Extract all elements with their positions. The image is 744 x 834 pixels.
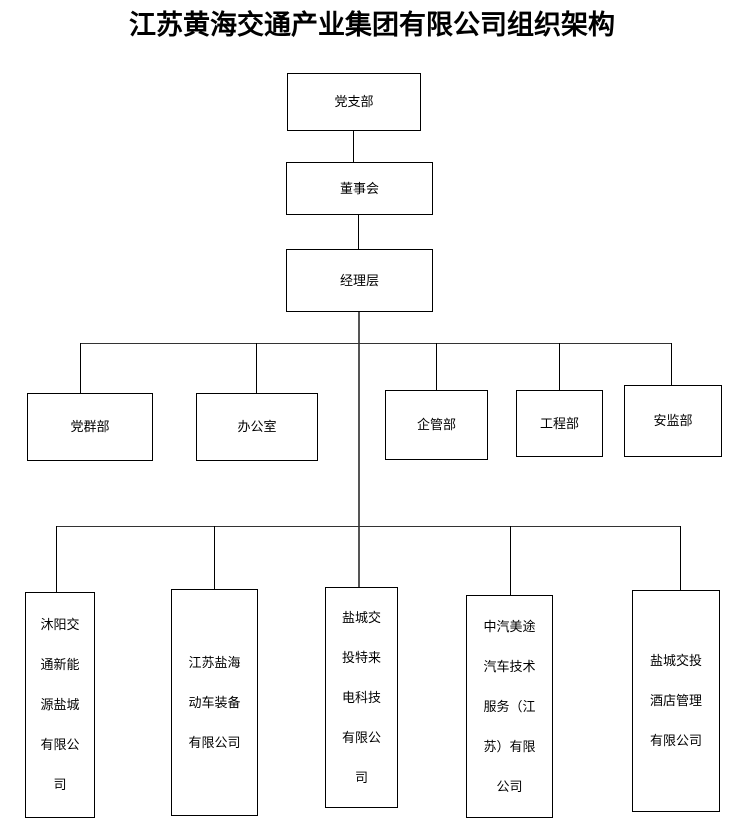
connector-drop-dept-safety	[671, 343, 672, 385]
node-dept-safety-label: 安监部	[653, 413, 693, 428]
node-management-label: 经理层	[339, 272, 379, 288]
node-sub-yanhai-label: 江苏盐海 动车装备 有限公司	[188, 654, 241, 750]
node-dept-party-mass-label: 党群部	[70, 419, 110, 434]
node-management[interactable]: 经理层	[286, 249, 433, 312]
node-board-label: 董事会	[339, 180, 379, 196]
node-dept-safety[interactable]: 安监部	[624, 385, 722, 457]
node-sub-teld-label: 盐城交 投特来 电科技 有限公 司	[341, 609, 381, 785]
page-title: 江苏黄海交通产业集团有限公司组织架构	[129, 10, 615, 40]
node-party-branch[interactable]: 党支部	[287, 73, 421, 131]
connector-bus-departments	[80, 343, 672, 344]
node-sub-hotel[interactable]: 盐城交投 酒店管理 有限公司	[632, 590, 720, 812]
node-dept-office[interactable]: 办公室	[196, 393, 318, 461]
node-board[interactable]: 董事会	[286, 162, 433, 215]
connector-party-branch-to-board	[353, 131, 354, 162]
node-dept-engineering-label: 工程部	[539, 415, 579, 431]
connector-board-to-management	[358, 215, 359, 249]
node-dept-enterprise[interactable]: 企管部	[385, 390, 488, 460]
node-sub-muyang[interactable]: 沐阳交 通新能 源盐城 有限公 司	[25, 592, 95, 818]
connector-drop-sub-zqmt	[510, 526, 511, 595]
node-sub-yanhai[interactable]: 江苏盐海 动车装备 有限公司	[171, 589, 258, 816]
connector-bus-subsidiaries	[56, 526, 681, 527]
connector-drop-sub-yanhai	[214, 526, 215, 589]
connector-drop-dept-party-mass	[80, 343, 81, 393]
node-party-branch-label: 党支部	[334, 94, 374, 109]
node-dept-engineering[interactable]: 工程部	[516, 390, 603, 457]
connector-drop-dept-engineering	[559, 343, 560, 390]
node-sub-teld[interactable]: 盐城交 投特来 电科技 有限公 司	[325, 587, 398, 808]
node-sub-muyang-label: 沐阳交 通新能 源盐城 有限公 司	[40, 617, 80, 792]
node-sub-zqmt[interactable]: 中汽美途 汽车技术 服务（江 苏）有限 公司	[466, 595, 553, 818]
connector-drop-sub-muyang	[56, 526, 57, 592]
connector-drop-dept-enterprise	[436, 343, 437, 390]
node-sub-hotel-label: 盐城交投 酒店管理 有限公司	[649, 653, 702, 748]
node-dept-enterprise-label: 企管部	[416, 417, 456, 432]
node-sub-zqmt-label: 中汽美途 汽车技术 服务（江 苏）有限 公司	[483, 618, 536, 794]
connector-drop-sub-hotel	[680, 526, 681, 590]
connector-drop-dept-office	[256, 343, 257, 393]
node-dept-office-label: 办公室	[237, 419, 277, 434]
node-dept-party-mass[interactable]: 党群部	[27, 393, 153, 461]
connector-trunk-main	[358, 312, 360, 592]
